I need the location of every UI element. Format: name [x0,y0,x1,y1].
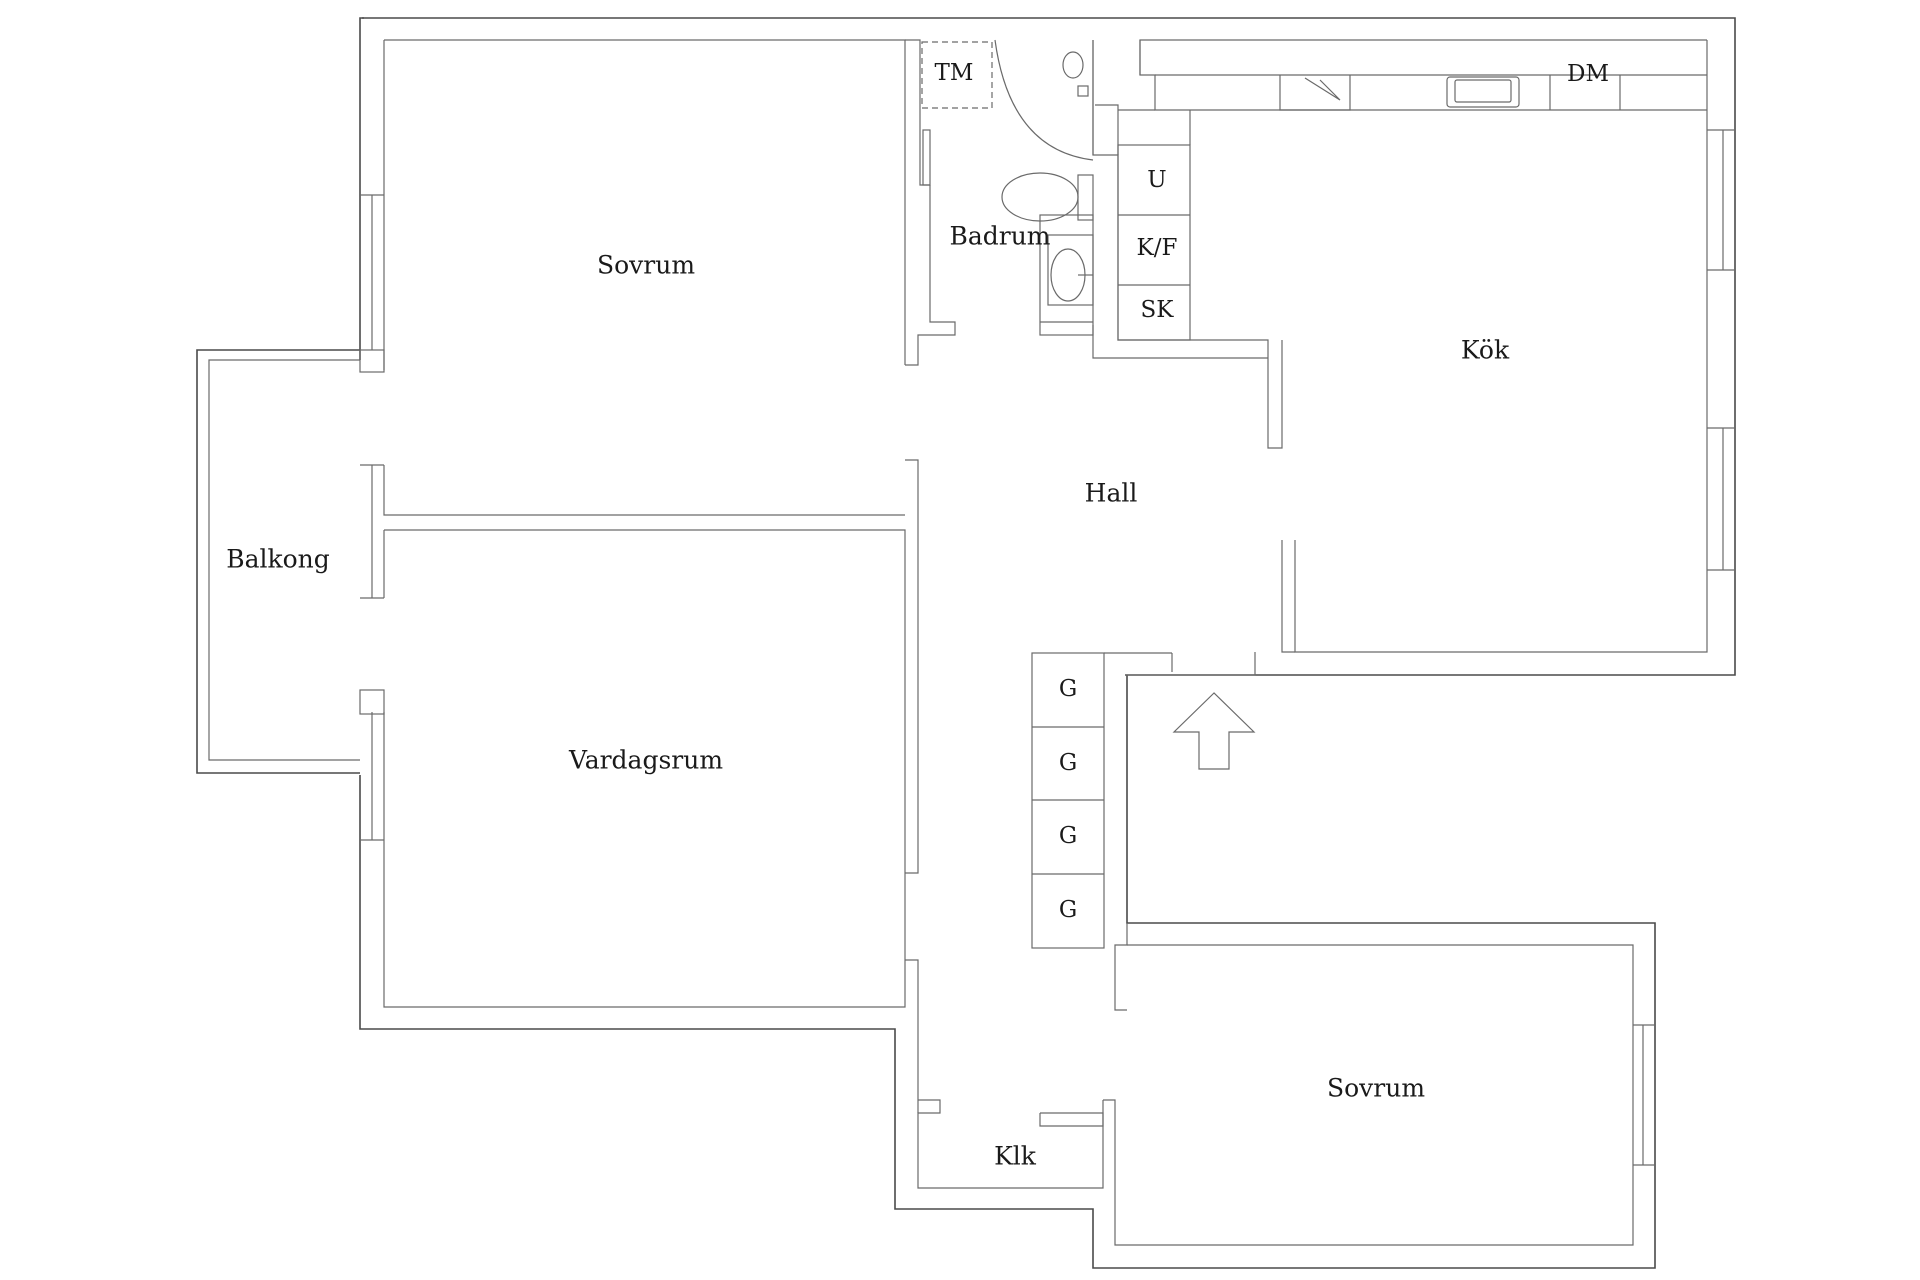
room-label-bathroom: Badrum [949,222,1050,251]
room-label-bedroom-bottom: Sovrum [1327,1074,1425,1103]
fixture-label-kf: K/F [1137,235,1178,261]
up-arrow-icon [1172,692,1256,770]
outer-walls [359,17,1736,1269]
wardrobe-label: G [1059,676,1077,702]
room-label-hall: Hall [1085,479,1138,508]
wardrobe-label: G [1059,897,1077,923]
wardrobe-label: G [1059,750,1077,776]
room-label-balcony: Balkong [226,545,330,574]
room-label-closet: Klk [994,1142,1037,1171]
room-label-bedroom-top: Sovrum [597,251,695,280]
interior-walls [904,39,1268,1113]
fixture-label-dm: DM [1567,61,1609,87]
wardrobe-label: G [1059,823,1077,849]
room-label-living-room: Vardagsrum [568,746,723,775]
kitchen-counter [1117,40,1707,341]
wardrobes [1031,652,1172,949]
fixture-label-u: U [1147,167,1166,193]
bathroom-fixtures [921,39,1094,306]
fixture-label-sk: SK [1141,297,1175,323]
windows [360,129,1735,1166]
room-label-kitchen: Kök [1461,336,1510,365]
fixture-label-tm: TM [935,60,974,86]
